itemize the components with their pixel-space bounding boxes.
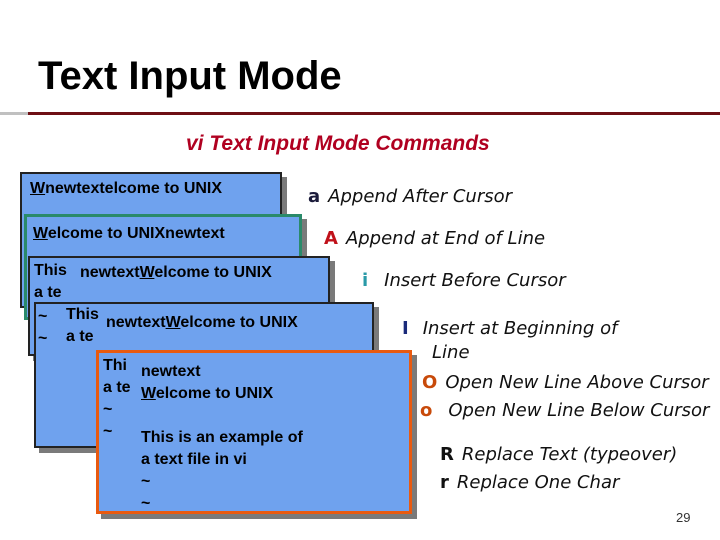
card-line: a te	[34, 284, 62, 301]
title-rule-accent	[0, 112, 28, 115]
card-line: This is an example of	[141, 429, 303, 446]
title-rule	[28, 112, 720, 115]
cursor-char: W	[165, 314, 181, 331]
card-line: a te	[66, 328, 94, 345]
new-text-line: newtext	[141, 363, 201, 380]
command-desc: Insert Before Cursor	[384, 270, 566, 291]
command-desc: Open New Line Above Cursor	[445, 372, 709, 393]
tilde-line: ~	[141, 473, 151, 490]
tilde-line: ~	[141, 495, 151, 512]
command-key: O	[422, 372, 438, 393]
command-desc: Insert at Beginning of	[422, 318, 618, 339]
cursor-char: W	[141, 385, 156, 402]
cursor-char: W	[139, 264, 155, 281]
command-I-cont: Line	[432, 342, 470, 363]
slide-subtitle: vi Text Input Mode Commands	[186, 132, 490, 155]
command-a: a Append After Cursor	[308, 186, 512, 207]
command-desc: Replace Text (typeover)	[461, 444, 678, 465]
tilde-line: ~	[38, 330, 48, 347]
vi-screen-open-line: newtext Welcome to UNIX This is an examp…	[96, 350, 412, 514]
command-A: A Append at End of Line	[324, 228, 545, 249]
command-key: o	[420, 400, 433, 421]
card-line: a text file in vi	[141, 451, 247, 468]
cursor-char: W	[33, 225, 48, 242]
tilde-line: ~	[38, 308, 48, 325]
command-key: A	[324, 228, 338, 249]
card-line: Welcome to UNIX	[141, 385, 273, 403]
line-pre: newtext	[106, 314, 166, 331]
command-i: i Insert Before Cursor	[362, 270, 566, 291]
card-line: This	[66, 306, 99, 323]
command-key: r	[440, 472, 449, 493]
command-desc: Open New Line Below Cursor	[448, 400, 710, 421]
command-desc: Replace One Char	[456, 472, 620, 493]
cursor-char: W	[30, 180, 46, 197]
card-line: This	[34, 262, 67, 279]
card-line: Welcome to UNIXnewtext	[33, 225, 225, 243]
peek-text: a te	[103, 379, 131, 396]
line-post: elcome to UNIXnewtext	[47, 225, 225, 242]
slide-title: Text Input Mode	[38, 54, 342, 98]
card-line: newtextWelcome to UNIX	[106, 314, 298, 332]
peek-text: Thi	[103, 357, 127, 374]
command-key: i	[362, 270, 369, 291]
command-o: o Open New Line Below Cursor	[420, 400, 709, 421]
command-O: O Open New Line Above Cursor	[422, 372, 709, 393]
card-line: newtextWelcome to UNIX	[80, 264, 272, 282]
command-key: R	[440, 444, 454, 465]
line-pre: newtext	[80, 264, 140, 281]
command-r: r Replace One Char	[440, 472, 619, 493]
page-number: 29	[676, 510, 691, 525]
command-key: a	[308, 186, 321, 207]
tilde-line: ~	[103, 423, 113, 440]
line-post: newtextelcome to UNIX	[45, 180, 223, 197]
command-key: I	[402, 318, 409, 339]
line-post: elcome to UNIX	[180, 314, 298, 331]
command-desc: Append at End of Line	[345, 228, 546, 249]
command-desc: Append After Cursor	[328, 186, 513, 207]
line-post: elcome to UNIX	[154, 264, 272, 281]
tilde-line: ~	[103, 401, 113, 418]
line-post: elcome to UNIX	[155, 385, 274, 402]
command-I: I Insert at Beginning of	[402, 318, 617, 339]
card-line: Wnewtextelcome to UNIX	[30, 180, 222, 198]
command-R: R Replace Text (typeover)	[440, 444, 677, 465]
